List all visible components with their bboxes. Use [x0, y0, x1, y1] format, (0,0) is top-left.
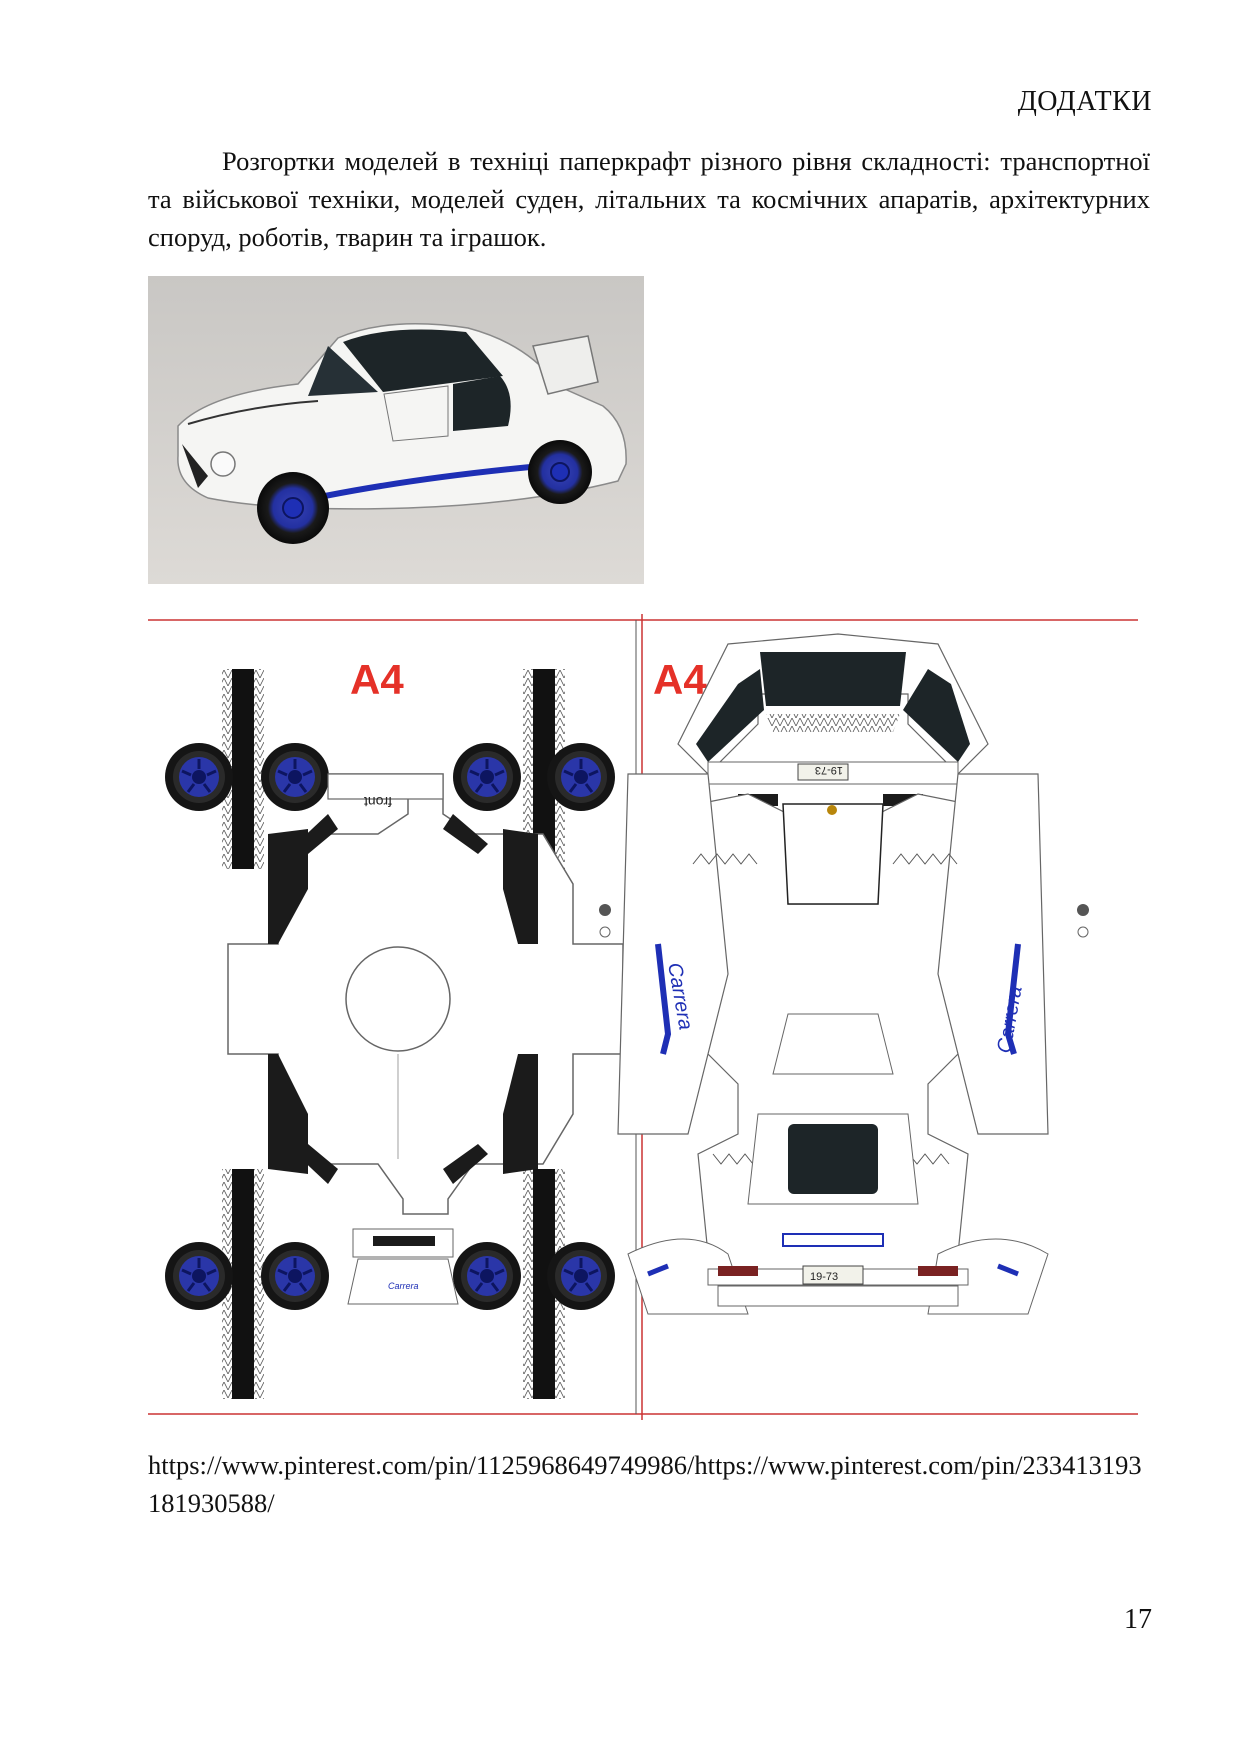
svg-text:Carrera: Carrera: [388, 1281, 419, 1291]
source-links: https://www.pinterest.com/pin/1125968649…: [148, 1450, 1142, 1518]
intro-paragraph: Розгортки моделей в техніці паперкрафт р…: [148, 146, 1150, 252]
left-sheet-label: A4: [350, 656, 404, 703]
section-header: ДОДАТКИ: [1017, 86, 1152, 117]
page-number: 17: [1124, 1604, 1152, 1635]
papercraft-template-sheets: A4 front Carrera: [148, 614, 1138, 1420]
rear-plate: 19-73: [810, 1271, 838, 1283]
front-tab-label: front: [364, 794, 392, 810]
right-sheet-label: A4: [653, 656, 707, 703]
model-car-photo: [148, 276, 644, 584]
front-plate: 19-73: [815, 764, 843, 776]
